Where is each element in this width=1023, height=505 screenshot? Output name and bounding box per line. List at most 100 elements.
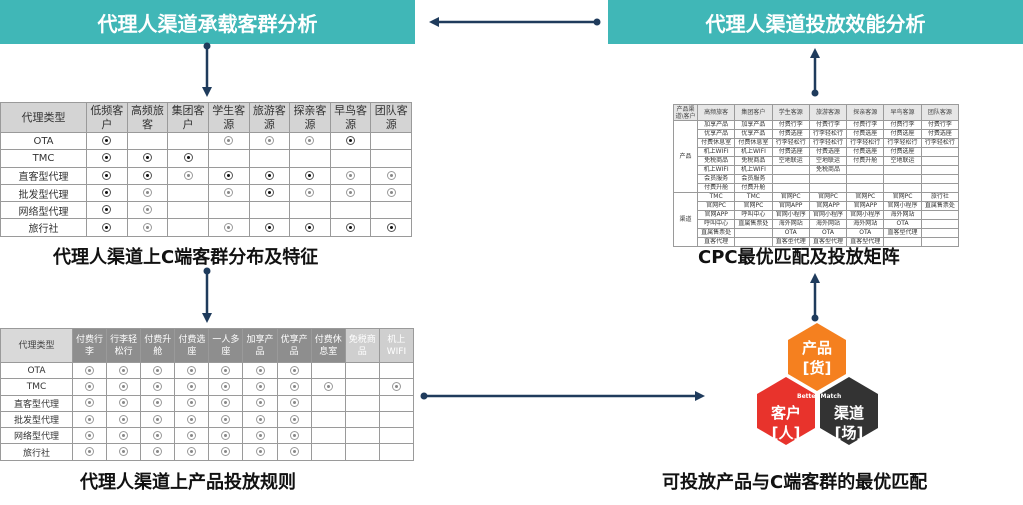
arrow-banner-to-table1 — [202, 42, 212, 97]
column-header-customer: 学生客源 — [207, 102, 250, 133]
faint-circle-icon — [386, 188, 396, 198]
table-row: 网络型代理 — [0, 427, 415, 445]
faint-circle-icon — [119, 430, 129, 440]
column-header-product: 付费行李 — [71, 328, 108, 363]
table-row: 网络型代理 — [0, 201, 412, 220]
table-row: 旅行社 — [0, 218, 412, 237]
marker-cell — [310, 361, 346, 380]
faint-circle-icon — [119, 381, 129, 391]
faint-circle-icon — [255, 414, 265, 424]
faint-circle-icon — [153, 381, 163, 391]
marker-cell — [370, 218, 412, 237]
faint-circle-icon — [187, 447, 197, 457]
faint-circle-icon — [153, 414, 163, 424]
filled-circle-icon — [264, 170, 274, 180]
faint-circle-icon — [85, 398, 95, 408]
hexagon-center-overlap — [815, 391, 820, 394]
column-header-product: 优享产品 — [276, 328, 312, 363]
filled-circle-icon — [102, 188, 112, 198]
hexagon-customer-line1: 客户 — [770, 404, 801, 422]
row-label: TMC — [0, 378, 73, 396]
arrow-hexagons-to-matrix — [810, 273, 820, 322]
filled-circle-icon — [305, 222, 315, 232]
column-header-customer: 旅游客源 — [248, 102, 291, 133]
faint-circle-icon — [224, 188, 234, 198]
hexagon-product — [788, 323, 846, 391]
faint-circle-icon — [221, 447, 231, 457]
caption-best-match: 可投放产品与C端客群的最优匹配 — [662, 472, 928, 493]
filled-circle-icon — [183, 153, 193, 163]
marker-cell — [344, 427, 380, 445]
faint-circle-icon — [187, 414, 197, 424]
table-row: TMC — [0, 378, 415, 396]
faint-circle-icon — [85, 365, 95, 375]
marker-cell — [71, 410, 108, 429]
marker-cell — [276, 410, 312, 429]
marker-cell — [174, 443, 210, 461]
table-row: OTA — [0, 131, 412, 151]
marker-cell — [378, 427, 415, 445]
column-header-product: 行李轻松行 — [106, 328, 142, 363]
hexagon-channel — [820, 377, 878, 445]
faint-circle-icon — [289, 365, 299, 375]
matrix-group-label: 渠道 — [673, 192, 698, 247]
marker-cell — [310, 427, 346, 445]
marker-cell — [378, 378, 415, 396]
faint-circle-icon — [153, 447, 163, 457]
faint-circle-icon — [289, 447, 299, 457]
faint-circle-icon — [85, 447, 95, 457]
marker-cell — [140, 443, 176, 461]
faint-circle-icon — [142, 188, 152, 198]
marker-cell — [344, 443, 380, 461]
marker-cell — [140, 378, 176, 396]
filled-circle-icon — [142, 170, 152, 180]
faint-circle-icon — [142, 205, 152, 215]
faint-circle-icon — [346, 188, 356, 198]
hexagon-channel-line1: 渠道 — [833, 404, 864, 422]
banner-channel-customer-analysis: 代理人渠道承载客群分析 — [0, 0, 415, 44]
marker-cell — [86, 201, 128, 220]
customer-distribution-table: 代理类型低频客户高频旅客集团客户学生客源旅游客源探亲客源早鸟客源团队客源 OTA… — [0, 102, 412, 237]
marker-cell — [208, 410, 244, 429]
faint-circle-icon — [255, 430, 265, 440]
faint-circle-icon — [119, 398, 129, 408]
hexagon-product-line1: 产品 — [801, 339, 832, 357]
filled-circle-icon — [102, 170, 112, 180]
filled-circle-icon — [346, 222, 356, 232]
hexagon-product-line2: [货] — [802, 359, 832, 377]
marker-cell — [207, 218, 250, 237]
matrix-row: 直客代理直客型代理直客型代理直客型代理 — [674, 237, 960, 247]
marker-cell — [242, 361, 278, 380]
marker-cell — [344, 378, 380, 396]
cpc-matrix-table: 产品渠道\客户高频旅客集团客户学生客源旅游客源探亲客源早鸟客源团队客源 产品加享… — [673, 104, 960, 247]
marker-cell — [174, 361, 210, 380]
hexagon-product-label: 产品 [货] — [797, 338, 837, 378]
matrix-row: 付费升舱付费升舱 — [674, 183, 960, 193]
column-header-agent-type: 代理类型 — [0, 102, 87, 133]
marker-cell — [378, 443, 415, 461]
row-label: 旅行社 — [0, 218, 87, 237]
marker-cell — [71, 378, 108, 396]
column-header-customer: 早鸟客源 — [329, 102, 372, 133]
faint-circle-icon — [323, 381, 333, 391]
faint-circle-icon — [153, 398, 163, 408]
faint-circle-icon — [289, 430, 299, 440]
faint-circle-icon — [183, 170, 193, 180]
filled-circle-icon — [224, 170, 234, 180]
faint-circle-icon — [305, 136, 315, 146]
column-header-product: 机上WIFI — [378, 328, 415, 363]
filled-circle-icon — [102, 222, 112, 232]
filled-circle-icon — [102, 136, 112, 146]
caption-cpc-matrix: CPC最优匹配及投放矩阵 — [698, 247, 900, 268]
filled-circle-icon — [102, 153, 112, 163]
faint-circle-icon — [264, 136, 274, 146]
faint-circle-icon — [289, 414, 299, 424]
marker-cell — [242, 394, 278, 412]
caption-customer-distribution: 代理人渠道上C端客群分布及特征 — [53, 247, 319, 268]
marker-cell — [174, 378, 210, 396]
banner-channel-efficiency-analysis: 代理人渠道投放效能分析 — [608, 0, 1023, 44]
column-header-customer: 集团客户 — [167, 102, 209, 133]
